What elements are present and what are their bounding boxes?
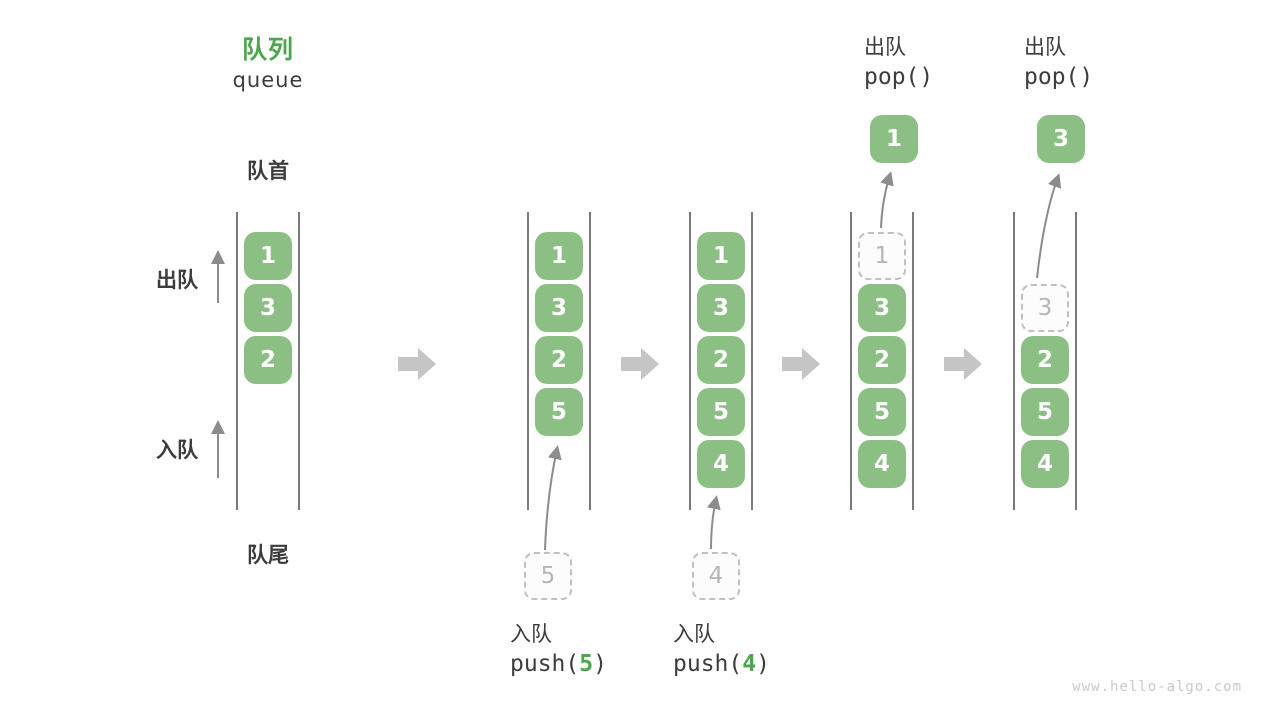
queue-3-cell-1: 1: [697, 232, 745, 280]
push-op-code: push(5): [510, 651, 607, 677]
push-op-code: push(4): [673, 651, 770, 677]
popped-element-box-3: 3: [1037, 115, 1085, 163]
push-op-label-zh: 入队: [510, 622, 552, 646]
pop-op-label-zh: 出队: [1024, 35, 1066, 59]
queue-4-cell-2: 2: [858, 336, 906, 384]
queue-5-cell-5: 5: [1021, 388, 1069, 436]
queue-5-cell-4: 4: [1021, 440, 1069, 488]
queue-2-cell-2: 2: [535, 336, 583, 384]
op-code-text: pop(): [1024, 64, 1094, 90]
queue-3-cell-5: 5: [697, 388, 745, 436]
queue-1-cell-1: 1: [244, 232, 292, 280]
queue-3-cell-2: 2: [697, 336, 745, 384]
watermark: www.hello-algo.com: [1072, 679, 1242, 695]
operation-arrow-queue-2: [544, 445, 562, 551]
op-code-text: ): [756, 651, 770, 677]
transition-arrow-2: [621, 348, 659, 380]
operation-arrow-queue-4: [880, 171, 894, 229]
label-dequeue-side: 出队: [156, 268, 198, 292]
op-code-text: push(: [510, 651, 580, 677]
pop-op-code: pop(): [1024, 64, 1093, 90]
queue-2-cell-1: 1: [535, 232, 583, 280]
queue-5-cell-2: 2: [1021, 336, 1069, 384]
op-code-text: pop(): [864, 64, 934, 90]
popped-element-box-1: 1: [870, 115, 918, 163]
transition-arrow-1: [398, 348, 436, 380]
operation-arrow-queue-5: [1036, 173, 1062, 279]
push-op-label-zh: 入队: [673, 622, 715, 646]
op-code-text: push(: [673, 651, 743, 677]
queue-5-cell-3: 3: [1021, 284, 1069, 332]
queue-4-cell-3: 3: [858, 284, 906, 332]
queue-4-cell-4: 4: [858, 440, 906, 488]
operation-arrow-queue-3: [707, 495, 721, 550]
queue-4-cell-5: 5: [858, 388, 906, 436]
label-enqueue-side: 入队: [156, 438, 198, 462]
label-queue-rear: 队尾: [247, 543, 289, 567]
pop-op-code: pop(): [864, 64, 933, 90]
queue-2-cell-5: 5: [535, 388, 583, 436]
queue-1-cell-2: 2: [244, 336, 292, 384]
queue-4-cell-1: 1: [858, 232, 906, 280]
op-code-argument: 4: [742, 651, 757, 677]
op-code-argument: 5: [579, 651, 594, 677]
queue-3-cell-3: 3: [697, 284, 745, 332]
page-title: 队列: [241, 35, 295, 64]
pending-enqueue-box-4: 4: [692, 552, 740, 600]
transition-arrow-4: [944, 348, 982, 380]
pop-op-label-zh: 出队: [864, 35, 906, 59]
page-subtitle: queue: [232, 68, 304, 92]
queue-3-cell-4: 4: [697, 440, 745, 488]
queue-2-cell-3: 3: [535, 284, 583, 332]
transition-arrow-3: [782, 348, 820, 380]
label-queue-front: 队首: [247, 159, 289, 183]
queue-1-cell-3: 3: [244, 284, 292, 332]
op-code-text: ): [593, 651, 607, 677]
pending-enqueue-box-5: 5: [524, 552, 572, 600]
